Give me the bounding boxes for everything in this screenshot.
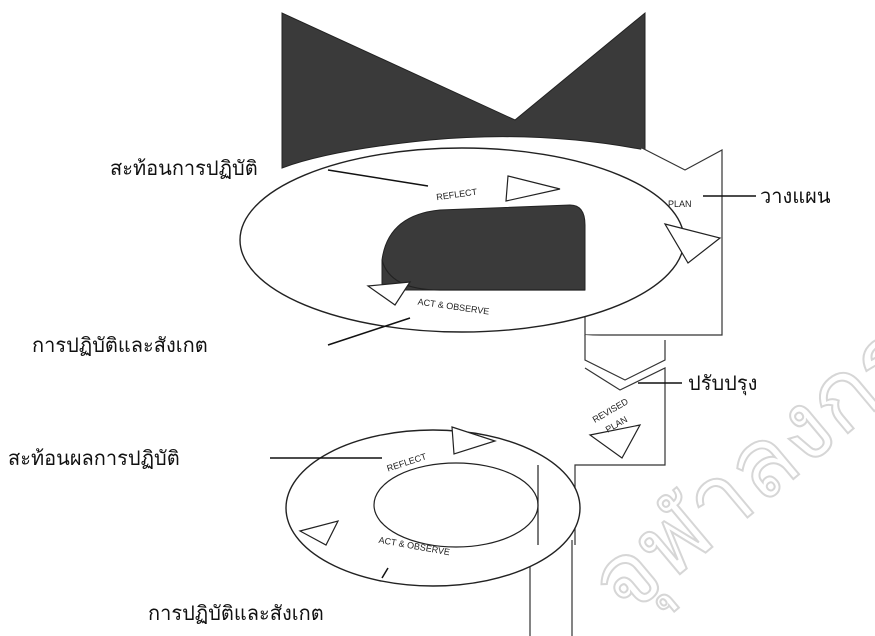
act-top-arrow <box>366 281 412 306</box>
revised-label: ปรับปรุง <box>688 371 757 396</box>
plan-label: วางแผน <box>760 184 831 208</box>
act-bottom-label: การปฏิบัติและสังเกต <box>148 601 324 625</box>
top-ring-hole <box>381 204 586 291</box>
act-bottom-arrow <box>298 520 340 546</box>
column-connector <box>584 335 666 381</box>
plan-arrow <box>663 223 722 264</box>
reflect-bottom-arrow <box>451 426 497 455</box>
reflect-top-label: สะท้อนการปฏิบัติ <box>110 156 258 180</box>
plan-inner-label: PLAN <box>668 199 692 209</box>
bottom-ring-inner <box>373 462 539 548</box>
act-bottom-leader <box>381 567 389 579</box>
dark-top-shape <box>281 11 646 169</box>
reflect-top-leader <box>327 169 429 187</box>
act-top-leader <box>327 317 411 346</box>
reflect-top-arrow <box>505 175 561 202</box>
act-top-label: การปฏิบัติและสังเกต <box>32 333 208 357</box>
reflect-bottom-label: สะท้อนผลการปฏิบัติ <box>8 446 180 470</box>
revised-plan-arrow <box>588 424 642 459</box>
